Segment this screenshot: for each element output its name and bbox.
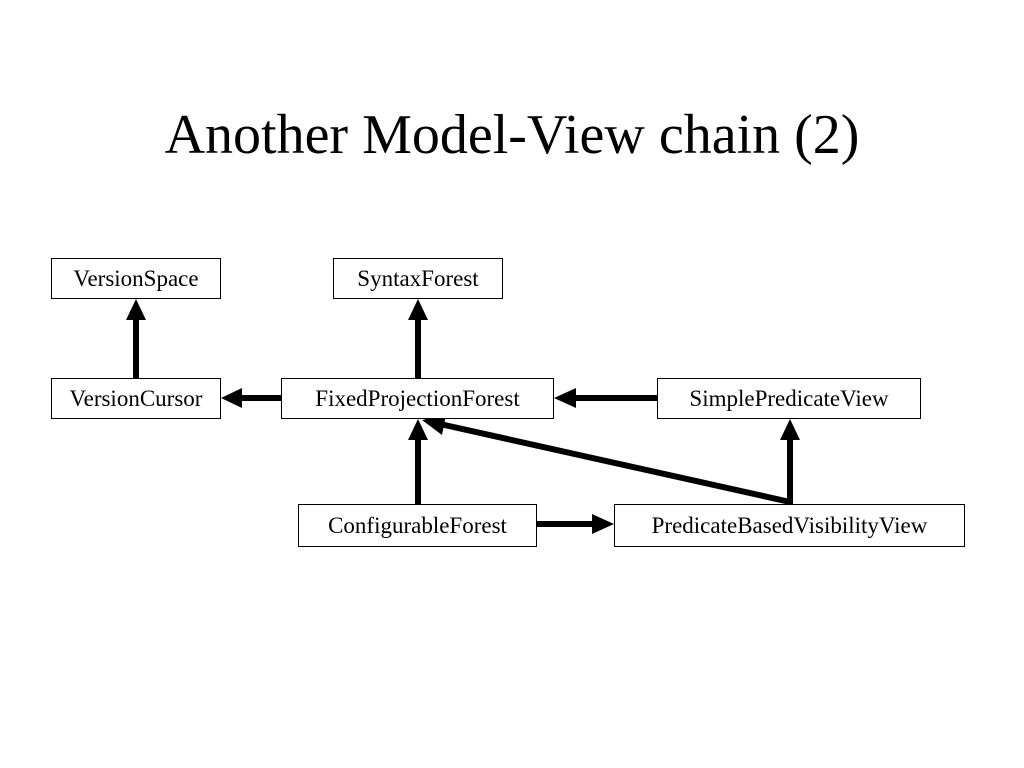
node-version-cursor: VersionCursor xyxy=(51,378,221,419)
arrow-predicatebasedvisibilityview-to-simplepredicateview xyxy=(780,419,800,504)
arrow-simplepredicateview-to-fixedprojectionforest xyxy=(554,388,657,408)
arrow-configurableforest-to-fixedprojectionforest xyxy=(408,419,428,504)
arrow-fixedprojectionforest-to-syntaxforest xyxy=(408,299,428,378)
node-fixed-projection-forest: FixedProjectionForest xyxy=(281,378,554,419)
arrow-versioncursor-to-versionspace xyxy=(126,299,146,378)
node-configurable-forest: ConfigurableForest xyxy=(298,504,537,547)
node-version-space: VersionSpace xyxy=(51,258,221,299)
arrow-predicatebasedvisibilityview-to-fixedprojectionforest xyxy=(422,415,791,505)
arrow-fixedprojectionforest-to-versioncursor xyxy=(221,388,281,408)
arrow-configurableforest-to-predicatebasedvisibilityview xyxy=(537,514,614,534)
slide-title: Another Model-View chain (2) xyxy=(164,104,860,166)
node-simple-predicate-view: SimplePredicateView xyxy=(657,378,921,419)
node-syntax-forest: SyntaxForest xyxy=(333,258,503,299)
node-predicate-based-visibility-view: PredicateBasedVisibilityView xyxy=(614,504,965,547)
